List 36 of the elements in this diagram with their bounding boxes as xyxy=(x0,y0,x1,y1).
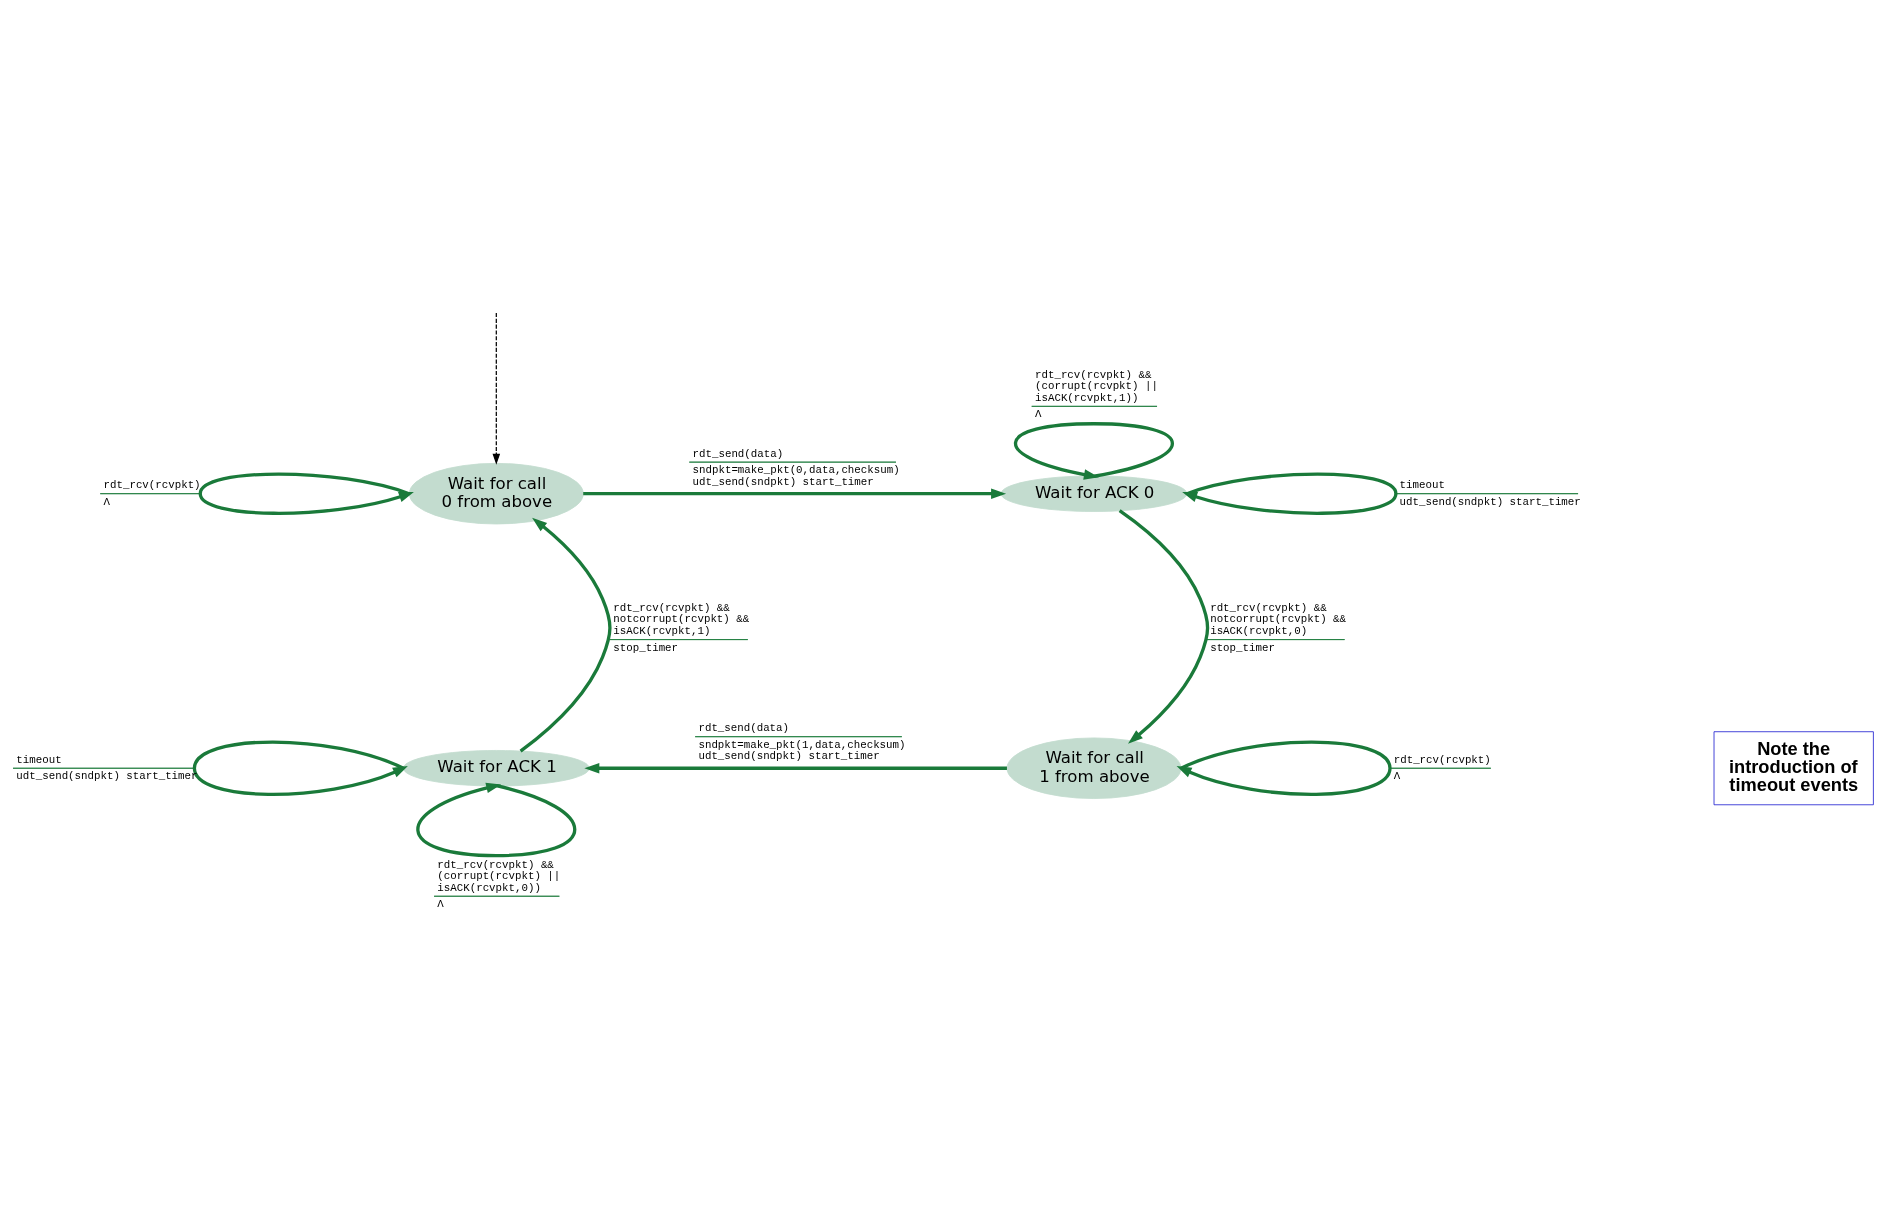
edge-label: sndpkt=make_pkt(0,data,checksum) udt_send(sndpkt) start_timer xyxy=(692,464,900,488)
edge-label: udt_send(sndpkt) start_timer xyxy=(16,770,198,783)
node-ellipse: Wait for call 1 from above xyxy=(1006,737,1182,799)
edge-label: Λ xyxy=(1393,770,1401,783)
edge-label: Λ xyxy=(1035,408,1042,421)
arrow xyxy=(192,740,408,796)
node-box: Note the introduction of timeout events xyxy=(1713,731,1874,806)
arrow xyxy=(1176,740,1392,796)
arrow xyxy=(583,488,1007,499)
edge-label: rdt_rcv(rcvpkt) && (corrupt(rcvpkt) || isACK(rcvpkt,0)) xyxy=(437,858,561,894)
node-ellipse: Wait for ACK 1 xyxy=(402,750,590,787)
arrow xyxy=(1014,422,1174,480)
edge-label: sndpkt=make_pkt(1,data,checksum) udt_send(sndpkt) start_timer xyxy=(698,738,906,763)
edge-label: rdt_send(data) xyxy=(692,447,784,460)
edge-label: timeout xyxy=(1399,479,1445,492)
arrow xyxy=(519,517,612,753)
arrow xyxy=(584,763,1007,774)
edge-label: Λ xyxy=(437,898,444,911)
edge-label: rdt_rcv(rcvpkt) && (corrupt(rcvpkt) || isACK(rcvpkt,1)) xyxy=(1035,368,1158,404)
edge-label: rdt_rcv(rcvpkt) && notcorrupt(rcvpkt) && isACK(rcvpkt,1) xyxy=(613,601,750,638)
arrow xyxy=(1182,472,1398,515)
node-ellipse: Wait for call 0 from above xyxy=(408,462,584,525)
edge-label: rdt_rcv(rcvpkt) && notcorrupt(rcvpkt) && isACK(rcvpkt,0) xyxy=(1210,601,1347,638)
node-ellipse: Wait for ACK 0 xyxy=(1000,475,1188,512)
edge-label: udt_send(sndpkt) start_timer xyxy=(1399,495,1581,508)
arrow xyxy=(416,782,577,858)
edge-label: Λ xyxy=(103,495,111,508)
arrow xyxy=(198,472,414,515)
edge-label: stop_timer xyxy=(1210,641,1275,654)
edge-label: rdt_rcv(rcvpkt) xyxy=(103,479,201,492)
edge-label: rdt_rcv(rcvpkt) xyxy=(1393,753,1491,766)
edge-label: rdt_send(data) xyxy=(698,722,790,735)
arrow xyxy=(1118,509,1210,744)
edge-label: timeout xyxy=(16,753,62,766)
edge-label: stop_timer xyxy=(613,641,679,654)
arrow xyxy=(492,312,501,465)
